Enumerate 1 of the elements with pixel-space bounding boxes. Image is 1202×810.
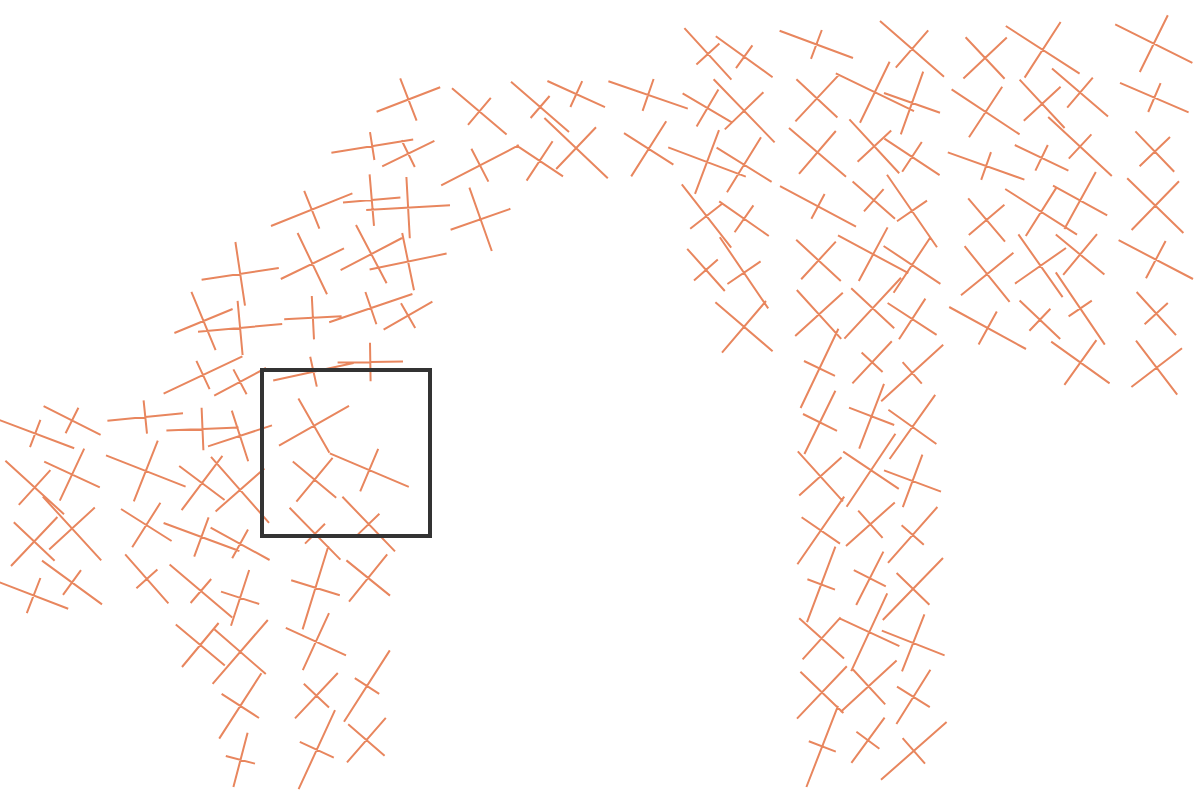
highlight-rectangle — [260, 368, 432, 538]
